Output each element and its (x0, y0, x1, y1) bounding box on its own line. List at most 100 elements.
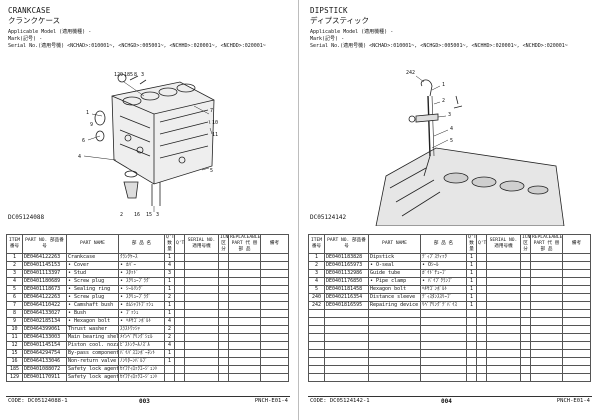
callout-9: 9 (90, 122, 93, 128)
empty-cell (218, 357, 229, 366)
part-name-cell: Hexagon bolt (368, 285, 421, 294)
empty-cell (184, 277, 219, 286)
jp-name-cell: • ｽｸﾘｭｰﾌﾟﾗｸﾞ (118, 293, 165, 302)
qty-cell: 1 (466, 261, 477, 270)
jp-name-cell: • ｽﾀｯﾄﾞ (118, 269, 165, 278)
empty-cell (260, 333, 289, 342)
callout-5: 5 (450, 138, 453, 144)
callout-6: 6 (82, 138, 85, 144)
col-part-name: PART NAME (66, 234, 119, 254)
qty-cell: 1 (466, 301, 477, 310)
part-no-cell (324, 325, 369, 334)
jp-name-cell: ﾊﾞｲﾊﾟｽｺﾝﾎﾟｰﾈﾝﾄ (118, 349, 165, 358)
dipstick-drawing: 242 1 2 3 4 5 (375, 70, 565, 227)
col-qty2: Q'TY (174, 234, 185, 254)
callout-2: 2 (120, 212, 123, 218)
empty-cell (184, 261, 219, 270)
empty-cell (562, 349, 591, 358)
empty-cell (260, 301, 289, 310)
empty-cell (520, 325, 531, 334)
jp-name-cell: ﾉﾝﾘﾀｰﾝﾊﾞﾙﾌﾞ (118, 357, 165, 366)
empty-cell (218, 261, 229, 270)
empty-cell (562, 365, 591, 374)
part-no-cell: DE0401180689 (22, 277, 67, 286)
empty-cell (486, 341, 521, 350)
empty-cell (184, 301, 219, 310)
qty-cell: 1 (466, 285, 477, 294)
empty-cell (530, 357, 563, 366)
jp-name-cell: ﾃﾞｨﾌﾟｽﾃｨｯｸ (420, 253, 467, 262)
empty-cell (486, 285, 521, 294)
page-number: 004 (441, 398, 452, 405)
item-cell: 6 (6, 293, 23, 302)
empty-cell (520, 261, 531, 270)
parts-table: ITEM 番号 PART NO. 部品番号 PART NAME 部 品 名 Q'… (6, 234, 289, 382)
empty-cell (562, 373, 591, 382)
part-name-cell: • Camshaft bush (66, 301, 119, 310)
qty-cell: 1 (164, 349, 175, 358)
callout-4: 4 (450, 126, 453, 132)
part-no-cell (324, 373, 369, 382)
part-name-cell: • Hexagon bolt (66, 317, 119, 326)
empty-cell (228, 325, 261, 334)
part-name-cell: • Sealing ring (66, 285, 119, 294)
part-name-cell: Safety lock agent (66, 373, 119, 382)
table-row (308, 357, 591, 366)
empty-cell (218, 253, 229, 262)
page-code: CODE: DC05124088-1 (8, 398, 68, 404)
empty-cell (228, 285, 261, 294)
jp-name-cell: ｽﾗｽﾄﾜｯｼｬ (118, 325, 165, 334)
jp-name-cell (420, 325, 467, 334)
part-no-cell (324, 333, 369, 342)
item-cell: 129 (6, 373, 23, 382)
part-no-cell (324, 341, 369, 350)
empty-cell (184, 317, 219, 326)
jp-name-cell: ｶﾞｲﾄﾞﾁｭｰﾌﾞ (420, 269, 467, 278)
part-no-cell: DE0401113397 (22, 269, 67, 278)
part-no-cell: DE0401145153 (22, 261, 67, 270)
col-qty2: Q'TY (476, 234, 487, 254)
jp-name-cell (420, 373, 467, 382)
empty-cell (174, 301, 185, 310)
empty-cell (476, 285, 487, 294)
empty-cell (476, 293, 487, 302)
qty-cell: 1 (466, 253, 477, 262)
empty-cell (260, 309, 289, 318)
empty-cell (486, 373, 521, 382)
empty-cell (174, 277, 185, 286)
qty-cell: 2 (164, 325, 175, 334)
dipstick-exploded-diagram: 242 1 2 3 4 5 (306, 56, 596, 227)
jp-name-cell: • ﾌﾞｯｼｭ (118, 309, 165, 318)
empty-cell (174, 293, 185, 302)
empty-cell (530, 277, 563, 286)
parts-table: ITEM 番号 PART NO. 部品番号 PART NAME 部 品 名 Q'… (308, 234, 591, 382)
part-name-cell: • Pipe clamp (368, 277, 421, 286)
part-name-cell: • Screw plug (66, 293, 119, 302)
page-mark: PNCH-E01-4 (254, 398, 288, 404)
empty-cell (486, 349, 521, 358)
empty-cell (476, 341, 487, 350)
qty-cell: 1 (164, 357, 175, 366)
empty-cell (228, 365, 261, 374)
col-qty: Q'TY 数量 (466, 234, 477, 254)
empty-cell (218, 365, 229, 374)
empty-cell (218, 349, 229, 358)
empty-cell (260, 293, 289, 302)
empty-cell (228, 333, 261, 342)
part-no-cell: DE0401088072 (22, 365, 67, 374)
empty-cell (260, 349, 289, 358)
item-cell (308, 333, 325, 342)
part-no-cell (324, 357, 369, 366)
part-no-cell: DE0401176850 (324, 277, 369, 286)
empty-cell (476, 261, 487, 270)
qty-cell (466, 333, 477, 342)
part-name-cell (368, 373, 421, 382)
empty-cell (174, 253, 185, 262)
